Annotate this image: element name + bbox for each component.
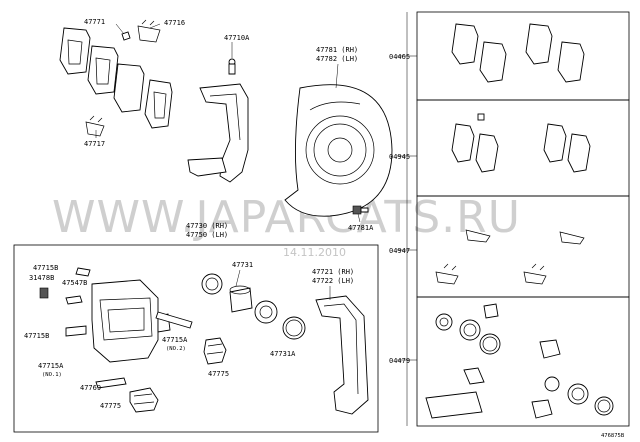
label-47730: 47730 (RH)	[186, 222, 228, 230]
label-47775-bottom: 47775	[100, 402, 121, 410]
watermark-date: 14.11.2010	[283, 246, 346, 259]
slide-pins	[95, 311, 193, 389]
label-47731: 47731	[232, 261, 253, 269]
bleeder-bolts	[39, 267, 91, 337]
leader-lines	[95, 23, 417, 361]
label-47781A: 47781A	[348, 224, 374, 232]
kit-04479-seals	[425, 303, 614, 419]
label-47547B: 47547B	[62, 279, 87, 287]
piston-seals-47731	[201, 273, 306, 340]
caliper-body	[91, 279, 171, 363]
pad-shim-47717	[85, 115, 105, 137]
label-47721: 47721 (RH)	[312, 268, 354, 276]
diagram-id: 476875B	[601, 433, 625, 439]
label-47722: 47722 (LH)	[312, 277, 354, 285]
caliper-bracket-47710A	[187, 58, 249, 183]
label-47782: 47782 (LH)	[316, 55, 358, 63]
seal-kit-box-04479	[416, 296, 630, 427]
caliper-assembly-box	[13, 244, 379, 433]
label-04465: 04465	[389, 53, 410, 61]
label-31478B: 31478B	[29, 274, 54, 282]
pad-kit-box-04465	[416, 11, 630, 101]
label-47710A: 47710A	[224, 34, 250, 42]
boots-47775	[129, 337, 227, 413]
kit-04465-pads	[451, 23, 585, 83]
kit-04947-fittings	[435, 229, 585, 285]
label-47717: 47717	[84, 140, 105, 148]
brake-pads-group	[59, 27, 173, 129]
kit-04945-shims	[451, 113, 591, 173]
bolt-47781A	[352, 205, 369, 215]
label-no2: (NO.2)	[166, 346, 186, 352]
label-47769: 47769	[80, 384, 101, 392]
pad-shim-47716	[137, 19, 161, 43]
label-47771: 47771	[84, 18, 105, 26]
caliper-mount-47721	[315, 295, 369, 415]
label-04947: 04947	[389, 247, 410, 255]
label-47715A-no2: 47715A	[162, 336, 188, 344]
label-47715B-mid: 47715B	[24, 332, 49, 340]
label-47781: 47781 (RH)	[316, 46, 358, 54]
label-47731A: 47731A	[270, 350, 296, 358]
label-no1: (NO.1)	[42, 372, 62, 378]
dust-shield-47781	[284, 84, 393, 217]
label-47715A-no1: 47715A	[38, 362, 64, 370]
label-47715B-top: 47715B	[33, 264, 58, 272]
label-04945: 04945	[389, 153, 410, 161]
label-47716: 47716	[164, 19, 185, 27]
label-47750: 47750 (LH)	[186, 231, 228, 239]
label-47775-mid: 47775	[208, 370, 229, 378]
label-04479: 04479	[389, 357, 410, 365]
shim-kit-box-04945	[416, 99, 630, 197]
